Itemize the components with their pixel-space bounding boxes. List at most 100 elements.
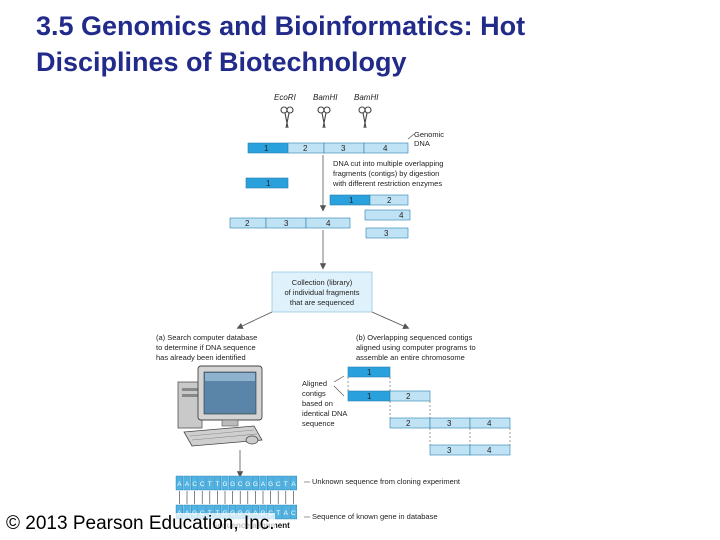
svg-text:(a) Search computer database: (a) Search computer database	[156, 333, 257, 342]
slide-title: 3.5 Genomics and Bioinformatics: Hot Dis…	[36, 8, 696, 80]
svg-text:2: 2	[406, 419, 411, 428]
svg-text:to determine if DNA sequence: to determine if DNA sequence	[156, 343, 256, 352]
svg-text:4: 4	[326, 219, 331, 228]
scissors-icon	[358, 106, 372, 129]
fragment: 1	[245, 177, 289, 189]
base-block	[244, 475, 252, 491]
base-letter: G	[245, 481, 250, 488]
svg-text:that are sequenced: that are sequenced	[290, 298, 354, 307]
base-block	[259, 475, 267, 491]
svg-text:identical DNA: identical DNA	[302, 409, 347, 418]
base-letter: G	[268, 481, 273, 488]
base-block	[221, 475, 229, 491]
genomic-segment-label: 2	[303, 144, 308, 153]
svg-text:4: 4	[399, 211, 404, 220]
enzyme-label: BamHI	[354, 93, 379, 102]
fragment: 2 3 4	[229, 217, 351, 229]
contig: 3 4	[429, 444, 511, 456]
base-letter: A	[177, 481, 182, 488]
known-sequence-label: Sequence of known gene in database	[312, 512, 438, 521]
base-letter: C	[291, 510, 296, 517]
fragment: 3	[365, 227, 409, 239]
svg-text:Aligned: Aligned	[302, 379, 327, 388]
genomic-segment-label: 3	[341, 144, 346, 153]
base-block	[251, 475, 260, 491]
scissors-icon	[280, 106, 294, 129]
svg-text:1: 1	[367, 392, 372, 401]
base-letter: T	[208, 481, 212, 488]
base-block	[289, 475, 298, 491]
base-letter: A	[291, 481, 296, 488]
base-letter: C	[192, 481, 197, 488]
base-block	[213, 475, 222, 491]
svg-text:2: 2	[406, 392, 411, 401]
base-letter: C	[276, 481, 281, 488]
base-letter: G	[230, 481, 235, 488]
svg-text:1: 1	[266, 179, 271, 188]
base-block	[190, 475, 199, 491]
svg-text:fragments (contigs) by digesti: fragments (contigs) by digestion	[333, 169, 439, 178]
svg-text:assemble an entire chromosome: assemble an entire chromosome	[356, 353, 465, 362]
svg-text:3: 3	[447, 446, 452, 455]
base-letter: A	[185, 481, 190, 488]
genomic-segment-label: 4	[383, 144, 388, 153]
svg-text:DNA cut into multiple overlapp: DNA cut into multiple overlapping	[333, 159, 443, 168]
base-letter: A	[261, 481, 266, 488]
svg-text:sequence: sequence	[302, 419, 335, 428]
base-letter: T	[284, 481, 288, 488]
contig: 1 2	[347, 390, 431, 402]
copyright-notice: © 2013 Pearson Education, Inc.	[6, 513, 275, 535]
svg-text:1: 1	[349, 196, 354, 205]
svg-text:based on: based on	[302, 399, 333, 408]
svg-text:(b) Overlapping sequenced cont: (b) Overlapping sequenced contigs	[356, 333, 473, 342]
genomic-dna-bar: 1 2 3 4	[247, 142, 409, 154]
svg-text:3: 3	[384, 229, 389, 238]
title-line-1: 3.5 Genomics and Bioinformatics: Hot	[36, 11, 526, 41]
svg-text:1: 1	[367, 368, 372, 377]
base-block	[175, 475, 184, 491]
svg-text:3: 3	[447, 419, 452, 428]
base-letter: C	[238, 481, 243, 488]
alignment-guides	[347, 377, 511, 445]
svg-text:2: 2	[245, 219, 250, 228]
library-box: Collection (library) of individual fragm…	[271, 271, 373, 313]
base-block	[289, 504, 298, 520]
enzyme-label: EcoRI	[274, 93, 297, 102]
svg-text:of individual fragments: of individual fragments	[284, 288, 359, 297]
svg-text:contigs: contigs	[302, 389, 326, 398]
base-block	[282, 475, 290, 491]
fragment: 4	[364, 209, 411, 221]
path-b-note: (b) Overlapping sequenced contigs aligne…	[356, 333, 476, 362]
base-block	[228, 475, 237, 491]
digest-note: DNA cut into multiple overlapping fragme…	[332, 159, 443, 188]
base-letter: G	[253, 481, 258, 488]
enzyme-labels: EcoRI BamHI BamHI	[274, 93, 379, 102]
computer-icon	[177, 365, 263, 447]
svg-text:2: 2	[387, 196, 392, 205]
enzyme-label: BamHI	[313, 93, 338, 102]
svg-text:with different restriction enz: with different restriction enzymes	[332, 179, 442, 188]
base-block	[183, 475, 191, 491]
genomic-dna-label: Genomic	[414, 130, 444, 139]
base-block	[198, 475, 206, 491]
genomic-dna-label: DNA	[414, 139, 430, 148]
scissors-icons	[280, 106, 372, 129]
base-block	[282, 504, 290, 520]
base-letter: T	[276, 510, 280, 517]
base-letter: T	[215, 481, 219, 488]
svg-text:4: 4	[487, 446, 492, 455]
aligned-contigs-note: Aligned contigs based on identical DNA s…	[302, 379, 347, 428]
svg-text:3: 3	[284, 219, 289, 228]
base-letter: C	[200, 481, 205, 488]
svg-text:Collection (library): Collection (library)	[292, 278, 353, 287]
base-block	[274, 504, 282, 520]
base-block	[206, 475, 214, 491]
svg-text:aligned using computer program: aligned using computer programs to	[356, 343, 476, 352]
title-line-2: Disciplines of Biotechnology	[36, 47, 407, 77]
fragment: 1 2	[329, 194, 409, 206]
unknown-sequence-label: Unknown sequence from cloning experiment	[312, 477, 461, 486]
svg-text:4: 4	[487, 419, 492, 428]
base-letter: G	[222, 481, 227, 488]
alignment-ticks	[179, 491, 294, 504]
